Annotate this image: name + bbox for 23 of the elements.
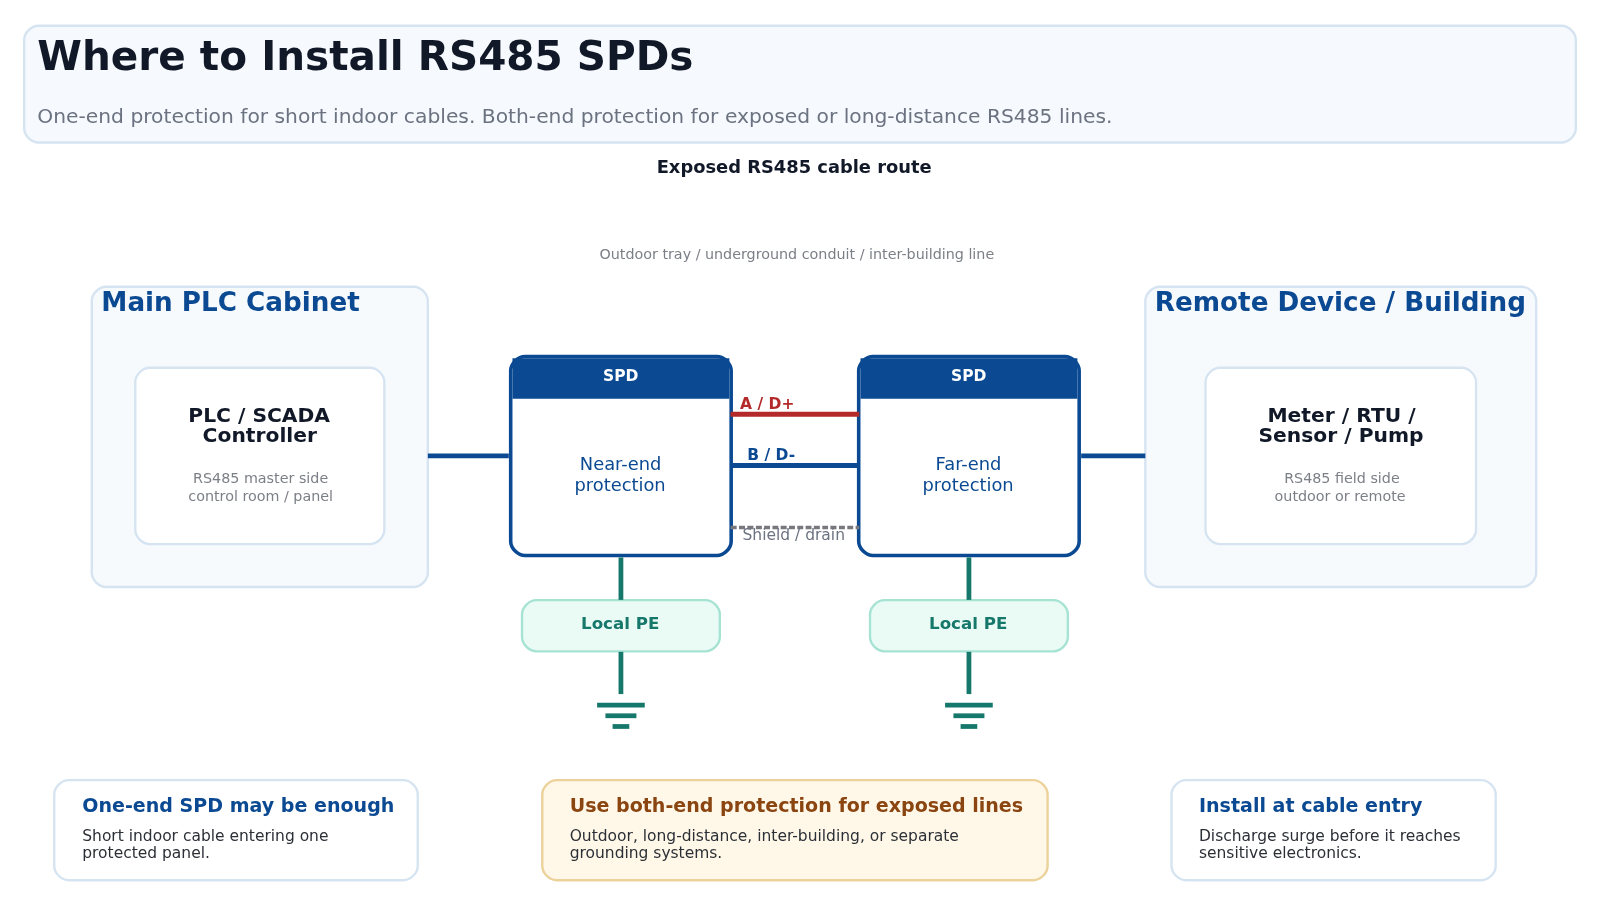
node-box: Local PE bbox=[520, 598, 722, 653]
connector bbox=[427, 453, 509, 459]
node-box: Install at cable entry Discharge surge before it reaches sensitive electronics. bbox=[1170, 778, 1497, 882]
connector bbox=[966, 651, 972, 695]
connector bbox=[618, 651, 624, 695]
node-box: Use both-end protection for exposed lines Outdoor, long-distance, inter-building, or separate grounding systems. bbox=[541, 778, 1049, 882]
edge-label: A / D+ bbox=[740, 394, 795, 413]
node-box: PLC / SCADA Controller RS485 master side control room / panel bbox=[134, 366, 386, 546]
connector bbox=[730, 411, 860, 417]
edge-label: Shield / drain bbox=[742, 525, 845, 544]
node-box: Meter / RTU / Sensor / Pump RS485 field side outdoor or remote bbox=[1204, 366, 1478, 546]
connector bbox=[1081, 453, 1146, 459]
edge-label: B / D- bbox=[747, 446, 796, 465]
node-box: One-end SPD may be enough Short indoor cable entering one protected panel. bbox=[53, 778, 419, 882]
node-box: Local PE bbox=[868, 598, 1070, 653]
caption: One-end protection for short indoor cables. Both-end protection for exposed or long-distance RS485 lines. bbox=[37, 103, 1113, 128]
label: Exposed RS485 cable route bbox=[656, 155, 932, 177]
connector bbox=[730, 463, 860, 468]
diagram-title: Where to Install RS485 SPDs bbox=[37, 32, 694, 81]
connector bbox=[730, 525, 860, 530]
connector bbox=[618, 557, 624, 600]
label: Outdoor tray / underground conduit / inter-building line bbox=[599, 246, 995, 263]
connector bbox=[966, 557, 972, 600]
